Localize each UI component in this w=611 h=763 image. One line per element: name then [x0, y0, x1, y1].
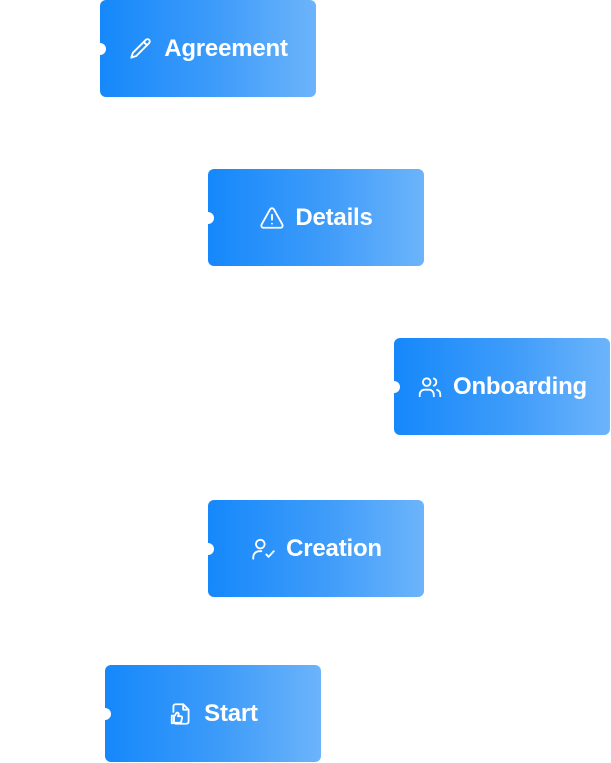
step-label: Agreement [164, 34, 288, 62]
users-icon [417, 374, 443, 400]
step-card-creation[interactable]: Creation [202, 500, 424, 597]
connector-notch [94, 42, 106, 55]
connector-notch [202, 542, 214, 555]
step-label: Onboarding [453, 372, 587, 400]
connector-notch [388, 380, 400, 393]
step-card-agreement[interactable]: Agreement [94, 0, 316, 97]
step-label: Start [204, 699, 258, 727]
connector-notch [202, 211, 214, 224]
step-card-onboarding[interactable]: Onboarding [388, 338, 610, 435]
step-card-start[interactable]: Start [99, 665, 321, 762]
step-label: Creation [286, 534, 382, 562]
pencil-icon [128, 36, 154, 62]
warning-triangle-icon [259, 205, 285, 231]
step-label: Details [295, 203, 373, 231]
file-thumbs-up-icon [168, 701, 194, 727]
step-card-details[interactable]: Details [202, 169, 424, 266]
user-check-icon [250, 536, 276, 562]
connector-notch [99, 707, 111, 720]
